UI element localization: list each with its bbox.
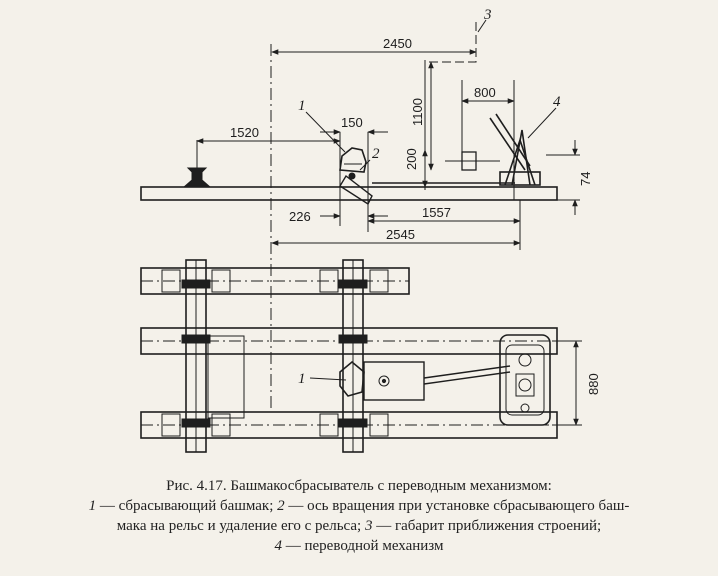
dim-2545: 2545 [386,227,415,242]
technical-drawing: 2450 800 1100 200 1520 150 74 226 1557 2… [140,7,601,453]
caption-line-2: 1 — сбрасывающий башмак; 2 — ось вращени… [0,496,718,516]
dim-880: 880 [586,373,601,395]
drive-rod-plan [423,365,511,379]
dim-226: 226 [289,209,311,224]
caption-text: — переводной механизм [282,538,444,554]
dim-1100: 1100 [410,98,425,126]
caption-text: — ось вращения при установке сбрасывающе… [284,498,630,514]
dim-74: 74 [578,172,593,186]
dim-1520: 1520 [230,125,259,140]
callout-1-elevation: 1 [298,98,306,114]
caption-text: — габарит приближения строений; [372,518,602,534]
callout-4: 4 [553,94,561,110]
caption-line-4: 4 — переводной механизм [0,536,718,556]
callout-3: 3 [483,7,492,23]
caption-text: мака на рельс и удаление его с рельса; [116,518,365,534]
caption-num-1: 1 [88,498,97,514]
dim-150: 150 [341,115,363,130]
callout-1-plan: 1 [298,371,306,387]
caption-num-3: 3 [364,518,373,534]
caption-text: — сбрасывающий башмак; [96,498,278,514]
clearance-outline [425,22,477,63]
caption-line-1: Рис. 4.17. Башмакосбрасыватель с перевод… [166,478,552,494]
plan-view [140,259,582,453]
switch-mechanism-side [489,113,541,186]
caption-num-4: 4 [274,538,283,554]
dim-200: 200 [404,148,419,170]
figure-caption: Рис. 4.17. Башмакосбрасыватель с перевод… [0,476,718,556]
sleeper-side [140,186,558,201]
caption-num-2: 2 [277,498,285,514]
elevation-view [140,19,580,410]
dim-1557: 1557 [422,205,451,220]
dim-800: 800 [474,85,496,100]
derailer-shoe-plan [339,360,365,397]
callout-2: 2 [372,146,380,162]
caption-line-3: мака на рельс и удаление его с рельса; 3… [0,516,718,536]
switch-mechanism-plan [499,334,551,426]
derailer-shoe-side [339,147,367,173]
dim-2450: 2450 [383,36,412,51]
